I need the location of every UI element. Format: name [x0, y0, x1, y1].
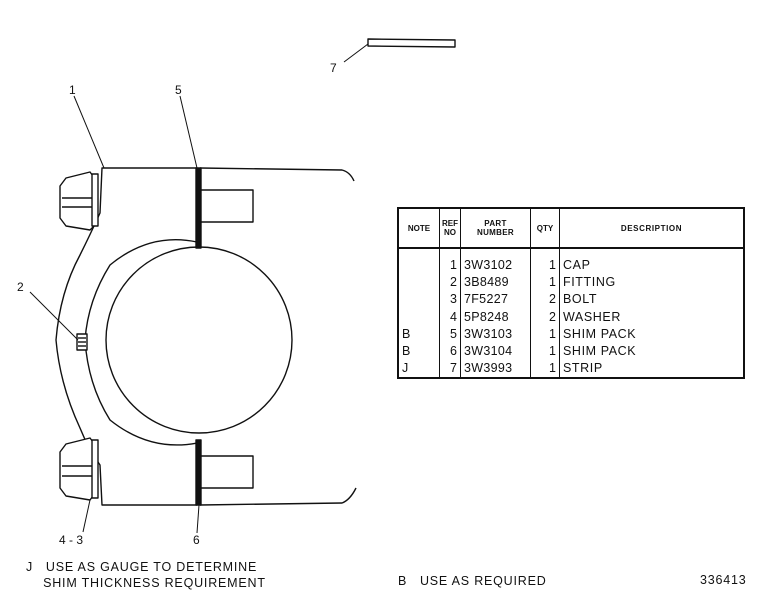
cell-ref: 1 [439, 248, 461, 275]
callout-1: 1 [69, 83, 76, 97]
leader-lines [29, 43, 369, 534]
cell-qty: 2 [530, 291, 560, 309]
header-qty: QTY [530, 207, 560, 249]
cell-note: B [397, 342, 440, 361]
note-j-line1: J USE AS GAUGE TO DETERMINE [26, 560, 258, 574]
shim-pack-6 [195, 439, 202, 506]
callout-5: 5 [175, 83, 182, 97]
cell-part-number: 3W3993 [460, 360, 531, 379]
header-part-line1: PART [484, 219, 507, 228]
callout-6: 6 [193, 533, 200, 547]
note-j-line2: SHIM THICKNESS REQUIREMENT [26, 576, 266, 590]
cell-qty: 1 [530, 274, 560, 292]
header-part-line2: NUMBER [477, 228, 514, 237]
shim-pack-5 [195, 167, 202, 249]
callout-4-3: 4 - 3 [59, 533, 83, 547]
strip [367, 38, 456, 48]
parts-table: NOTE REF NO PART NUMBER QTY DESCRIPTION … [397, 207, 745, 380]
cell-ref: 4 [439, 308, 461, 326]
cell-ref: 7 [439, 360, 461, 379]
rod-outline [199, 167, 357, 506]
cell-qty: 1 [530, 342, 560, 361]
cell-part-number: 3W3102 [460, 248, 531, 275]
cell-ref: 6 [439, 342, 461, 361]
cell-description: BOLT [559, 291, 745, 309]
note-b: B USE AS REQUIRED [398, 574, 547, 588]
bolt-head-bottom [59, 437, 99, 501]
cell-part-number: 3B8489 [460, 274, 531, 292]
cell-description: FITTING [559, 274, 745, 292]
cell-note: J [397, 360, 440, 379]
table-header-row: NOTE REF NO PART NUMBER QTY DESCRIPTION [397, 207, 745, 249]
cell-qty: 1 [530, 248, 560, 275]
cell-part-number: 3W3103 [460, 325, 531, 343]
cell-qty: 1 [530, 325, 560, 343]
bolt-shank-bottom [198, 455, 254, 489]
header-ref-line1: REF [442, 219, 458, 228]
callout-7: 7 [330, 61, 337, 75]
cell-description: STRIP [559, 360, 745, 379]
cell-note: B [397, 325, 440, 343]
cell-qty: 2 [530, 308, 560, 326]
bore-circle [105, 246, 293, 434]
callout-2: 2 [17, 280, 24, 294]
cell-description: SHIM PACK [559, 342, 745, 361]
bolt-shank-top [198, 189, 254, 223]
cell-ref: 5 [439, 325, 461, 343]
header-ref-line2: NO [444, 228, 456, 237]
cell-note [397, 291, 440, 309]
cell-ref: 2 [439, 274, 461, 292]
cell-part-number: 5P8248 [460, 308, 531, 326]
cell-description: WASHER [559, 308, 745, 326]
cell-description: SHIM PACK [559, 325, 745, 343]
figure-number: 336413 [700, 573, 747, 587]
cell-description: CAP [559, 248, 745, 275]
cell-note [397, 308, 440, 326]
header-description: DESCRIPTION [559, 207, 745, 249]
cell-note [397, 274, 440, 292]
header-note: NOTE [397, 207, 440, 249]
cell-note [397, 248, 440, 275]
cell-qty: 1 [530, 360, 560, 379]
bolt-head-top [59, 171, 99, 231]
cell-ref: 3 [439, 291, 461, 309]
header-ref-no: REF NO [439, 207, 461, 249]
cell-part-number: 7F5227 [460, 291, 531, 309]
cell-part-number: 3W3104 [460, 342, 531, 361]
header-part-number: PART NUMBER [460, 207, 531, 249]
fitting [76, 333, 88, 351]
